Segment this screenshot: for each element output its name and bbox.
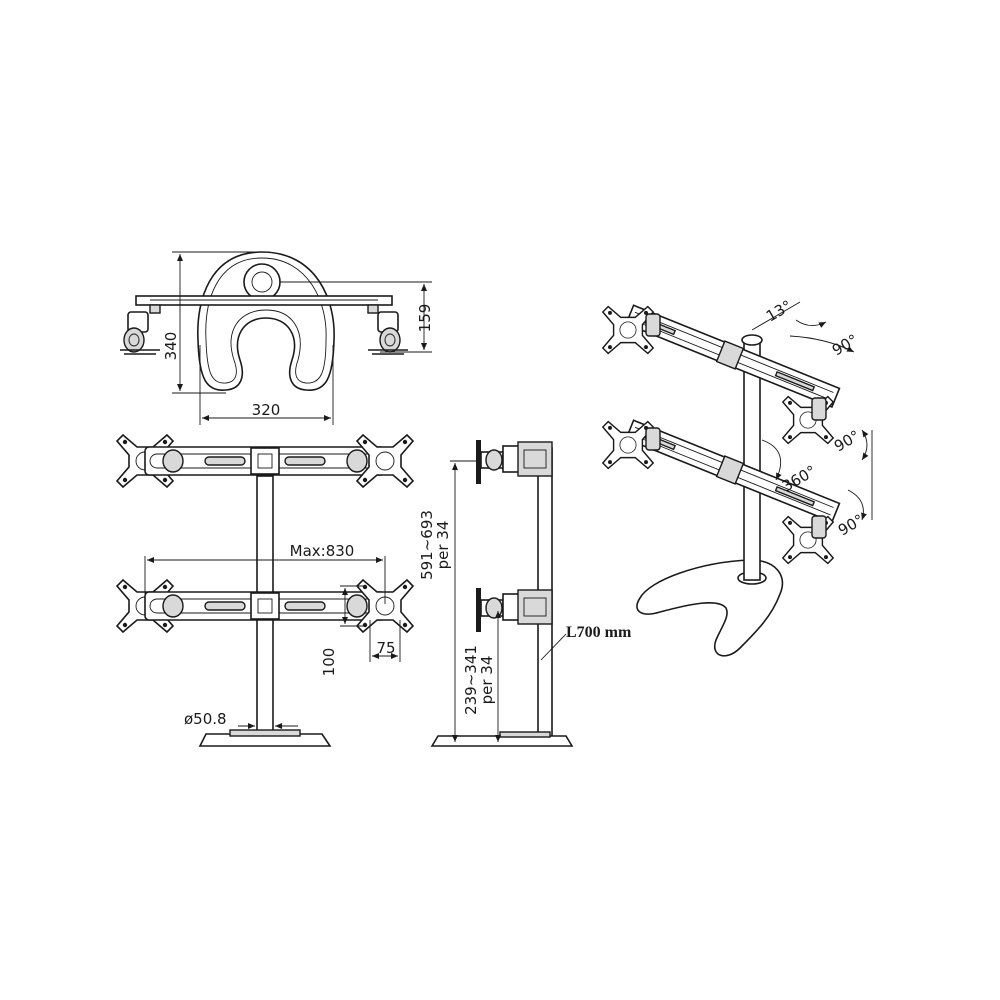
top-height-label: 159 <box>416 304 434 333</box>
side-view: 591~693 per 34 239~341 per 34 L700 mm <box>418 440 632 747</box>
front-vesa-horizontal-label: 75 <box>376 639 395 657</box>
front-view: Max:830 100 75 ø50.8 <box>116 434 414 747</box>
side-upper-range-label: 591~693 <box>418 510 436 580</box>
iso-swivel-bottom-label: 90° <box>835 511 867 540</box>
top-depth-label: 340 <box>162 332 180 361</box>
top-view: 340 159 320 <box>120 251 434 425</box>
side-pole-length-label: L700 mm <box>566 624 632 641</box>
iso-tilt-down-label: 90° <box>829 331 861 360</box>
front-pole-diameter-label: ø50.8 <box>184 710 227 728</box>
side-upper-step-label: per 34 <box>434 521 452 570</box>
side-lower-step-label: per 34 <box>478 656 496 705</box>
iso-swivel-top-label: 90° <box>831 427 863 456</box>
front-vesa-vertical-label: 100 <box>320 648 338 677</box>
side-lower-range-label: 239~341 <box>462 645 480 715</box>
top-width-label: 320 <box>252 401 281 419</box>
front-max-span-label: Max:830 <box>290 542 355 560</box>
isometric-view: 13° 90° 360° 90° 90° <box>602 297 873 657</box>
